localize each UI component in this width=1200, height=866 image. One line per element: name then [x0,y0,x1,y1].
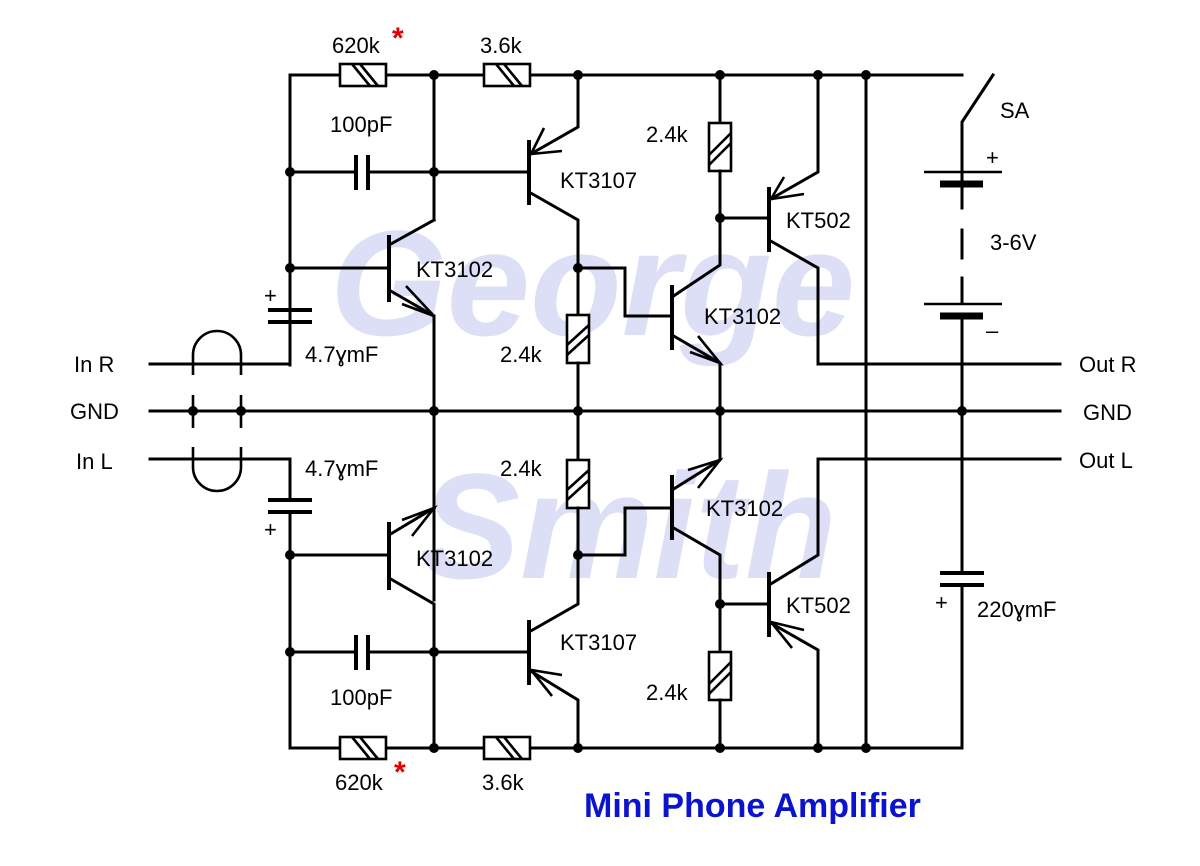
transistor-q3-bot-label: KT3102 [706,496,783,521]
transistor-q3-top-label: KT3102 [704,304,781,329]
terminal-in-l: In L [76,449,113,474]
transistor-q2-top: KT3107 [526,73,637,270]
transistor-q4-bot-label: KT502 [786,593,851,618]
power-switch-label: SA [1000,98,1030,123]
terminal-labels: In R GND In L Out R GND Out L [70,352,1136,474]
transistor-q4-top-label: KT502 [786,208,851,233]
transistor-q2-bot-label: KT3107 [560,630,637,655]
resistor-3.6k-bot-label: 3.6k [482,770,525,795]
resistor-620k-top-label: 620k [332,33,381,58]
battery-plus: + [986,145,999,170]
transistor-q2-top-label: KT3107 [560,168,637,193]
transistor-q4-top: KT502 [718,73,1062,366]
capacitor-4.7uf-in-l-label: 4.7ɣmF [305,456,378,481]
capacitor-4.7uf-in-r: + 4.7ɣmF [148,266,378,367]
power-switch-sa: SA [960,72,1030,182]
resistor-2.4k-mid-top-label: 2.4k [500,342,543,367]
diagram-title: Mini Phone Amplifier [584,787,921,825]
resistor-2.4k-bias-top-label: 2.4k [646,122,689,147]
transistor-q4-bot: KT502 [718,457,1062,750]
capacitor-220uf: + 220ɣmF [935,571,1057,750]
resistor-2.4k-mid-bot-label: 2.4k [500,456,543,481]
resistor-620k-bot-label: 620k [335,770,384,795]
watermark-line-1: George [330,199,855,367]
junction-dots [188,70,967,753]
transistor-q1-bot-label: KT3102 [416,546,493,571]
transistor-q3-top: KT3102 [669,216,781,412]
resistor-3.6k-top: 3.6k [480,33,532,88]
resistor-2.4k-bias-bot: 2.4k [646,650,733,705]
capacitor-4.7uf-in-l-plus: + [264,517,277,542]
resistor-3.6k-bot: 3.6k [482,735,532,795]
resistor-2.4k-mid-top: 2.4k [500,313,591,367]
capacitor-100pf-bot: 100pF [288,635,530,710]
capacitor-4.7uf-in-l: + 4.7ɣmF [148,456,378,750]
battery-minus: – [986,318,999,343]
resistor-620k-top-star: * [392,22,404,55]
terminal-gnd-out: GND [1083,400,1132,425]
battery-voltage-label: 3-6V [990,230,1037,255]
capacitor-100pf-bot-label: 100pF [330,685,392,710]
capacitor-220uf-plus: + [935,590,948,615]
battery: + 3-6V – [924,145,1037,343]
terminal-gnd-in: GND [70,399,119,424]
resistor-620k-bot: 620k * [335,735,406,795]
resistor-2.4k-bias-top: 2.4k [646,121,733,173]
capacitor-220uf-label: 220ɣmF [977,597,1057,622]
transistor-q1-bot: KT3102 [288,505,493,750]
resistor-620k-top: 620k * [332,22,404,88]
capacitor-100pf-top-label: 100pF [330,112,392,137]
resistor-3.6k-top-label: 3.6k [480,33,523,58]
terminal-out-l: Out L [1079,448,1133,473]
watermark: George Smith [330,199,855,610]
terminal-out-r: Out R [1079,352,1136,377]
terminal-in-r: In R [74,352,114,377]
capacitor-100pf-top: 100pF [288,112,530,190]
capacitor-4.7uf-in-r-label: 4.7ɣmF [305,342,378,367]
transistor-q2-bot: KT3107 [526,553,637,750]
transistor-q1-top-label: KT3102 [416,257,493,282]
resistor-620k-bot-star: * [394,756,406,789]
transistor-q3-bot: KT3102 [669,409,783,606]
watermark-line-2: Smith [420,442,837,610]
resistor-2.4k-bias-bot-label: 2.4k [646,680,689,705]
capacitor-4.7uf-in-r-plus: + [264,283,277,308]
